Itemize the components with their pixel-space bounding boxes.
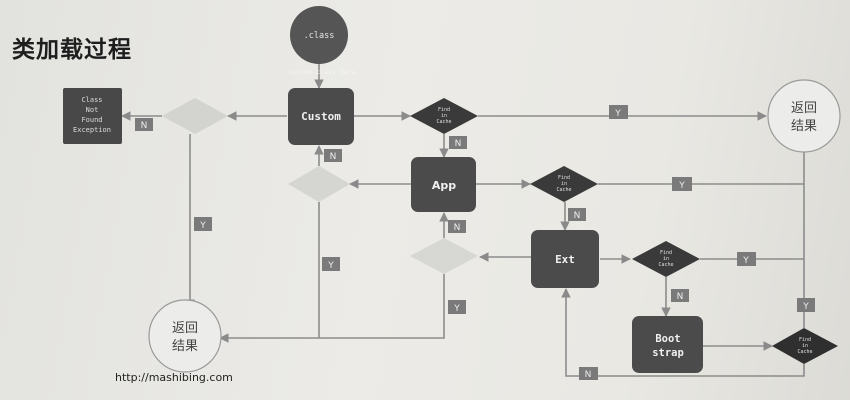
- svg-text:Y: Y: [678, 181, 685, 191]
- label-y-find1: Y: [609, 105, 628, 119]
- svg-text:Y: Y: [453, 304, 460, 314]
- svg-text:Find: Find: [558, 175, 570, 181]
- label-y-find3: Y: [737, 252, 756, 266]
- label-y-find4: Y: [797, 298, 815, 312]
- label-n-faded1: N: [135, 118, 153, 131]
- result-tr-line2: 结果: [791, 119, 817, 134]
- svg-text:N: N: [454, 223, 461, 233]
- find-in-cache-diamond-app: Find in Cache: [530, 166, 598, 202]
- label-y-faded3-down: Y: [448, 300, 466, 314]
- find-diamond-faded-1: [162, 98, 228, 134]
- svg-text:Y: Y: [614, 109, 621, 119]
- cnfe-line1: Class: [81, 96, 102, 104]
- find-in-cache-diamond-ext: Find in Cache: [632, 241, 700, 277]
- svg-text:in: in: [663, 256, 669, 262]
- result-node-top-right: 返回 结果: [767, 79, 841, 153]
- find-diamond-faded-2: [288, 166, 350, 202]
- bootstrap-label-line2: strap: [652, 347, 684, 359]
- class-not-found-node: Class Not Found Exception: [63, 88, 122, 144]
- label-y-find2: Y: [672, 177, 692, 191]
- svg-text:in: in: [561, 181, 567, 187]
- ext-loader-label: Ext: [555, 253, 575, 266]
- svg-text:N: N: [574, 211, 581, 221]
- label-n-faded2-up: N: [324, 149, 342, 162]
- bootstrap-label-line1: Boot: [655, 333, 680, 345]
- bootstrap-loader-node: Boot strap: [632, 316, 703, 373]
- svg-text:N: N: [585, 370, 592, 380]
- svg-text:Y: Y: [199, 221, 206, 231]
- edge-label-boxes: N Y N N Y N N Y: [135, 105, 815, 380]
- svg-text:N: N: [141, 121, 148, 131]
- svg-text:Cache: Cache: [436, 119, 451, 125]
- result-node-bottom-left: 返回 结果: [148, 299, 222, 373]
- cnfe-line2: Not: [86, 106, 99, 114]
- label-y-faded2-down: Y: [322, 257, 340, 271]
- cnfe-line3: Found: [81, 116, 102, 124]
- footer-url: http://mashibing.com: [115, 371, 233, 384]
- svg-text:N: N: [455, 139, 462, 149]
- result-bl-line2: 结果: [172, 339, 198, 354]
- result-tr-line1: 返回: [791, 101, 817, 116]
- find-diamond-faded-3: [410, 238, 478, 274]
- svg-text:Cache: Cache: [658, 262, 673, 268]
- svg-text:Cache: Cache: [556, 187, 571, 193]
- label-n-find3: N: [671, 289, 689, 302]
- page-title: 类加载过程: [12, 37, 132, 63]
- cnfe-line4: Exception: [73, 126, 111, 134]
- svg-text:Find: Find: [660, 250, 672, 256]
- svg-text:N: N: [330, 152, 337, 162]
- custom-loader-node: Custom: [288, 88, 354, 145]
- edge-faded3-to-result: [219, 274, 445, 343]
- svg-text:Cache: Cache: [797, 349, 812, 355]
- edge-find4-no: [561, 288, 805, 377]
- class-file-label: .class: [304, 31, 335, 41]
- svg-text:Y: Y: [802, 302, 809, 312]
- label-n-find2: N: [568, 208, 586, 221]
- svg-text:Find: Find: [438, 107, 450, 113]
- svg-text:Y: Y: [742, 256, 749, 266]
- ext-loader-node: Ext: [531, 230, 599, 288]
- result-bl-line1: 返回: [172, 321, 198, 336]
- label-y-faded1-down: Y: [194, 217, 212, 231]
- svg-text:N: N: [677, 292, 684, 302]
- class-file-node: .class: [290, 6, 348, 64]
- label-n-faded3-up: N: [448, 220, 466, 233]
- svg-text:in: in: [441, 113, 447, 119]
- custom-loader-label: Custom: [301, 110, 341, 123]
- label-n-find4: N: [579, 367, 598, 380]
- label-n-find1: N: [449, 136, 467, 149]
- find-in-cache-diamond-custom: Find in Cache: [410, 98, 478, 134]
- svg-text:Y: Y: [327, 261, 334, 271]
- app-loader-label: App: [432, 179, 456, 192]
- find-in-cache-diamond-bootstrap: Find in Cache: [772, 328, 838, 364]
- app-loader-node: App: [411, 157, 476, 212]
- custom-class-data-label: Custom class data: [289, 68, 356, 76]
- svg-text:in: in: [802, 343, 808, 349]
- svg-text:Find: Find: [799, 337, 811, 343]
